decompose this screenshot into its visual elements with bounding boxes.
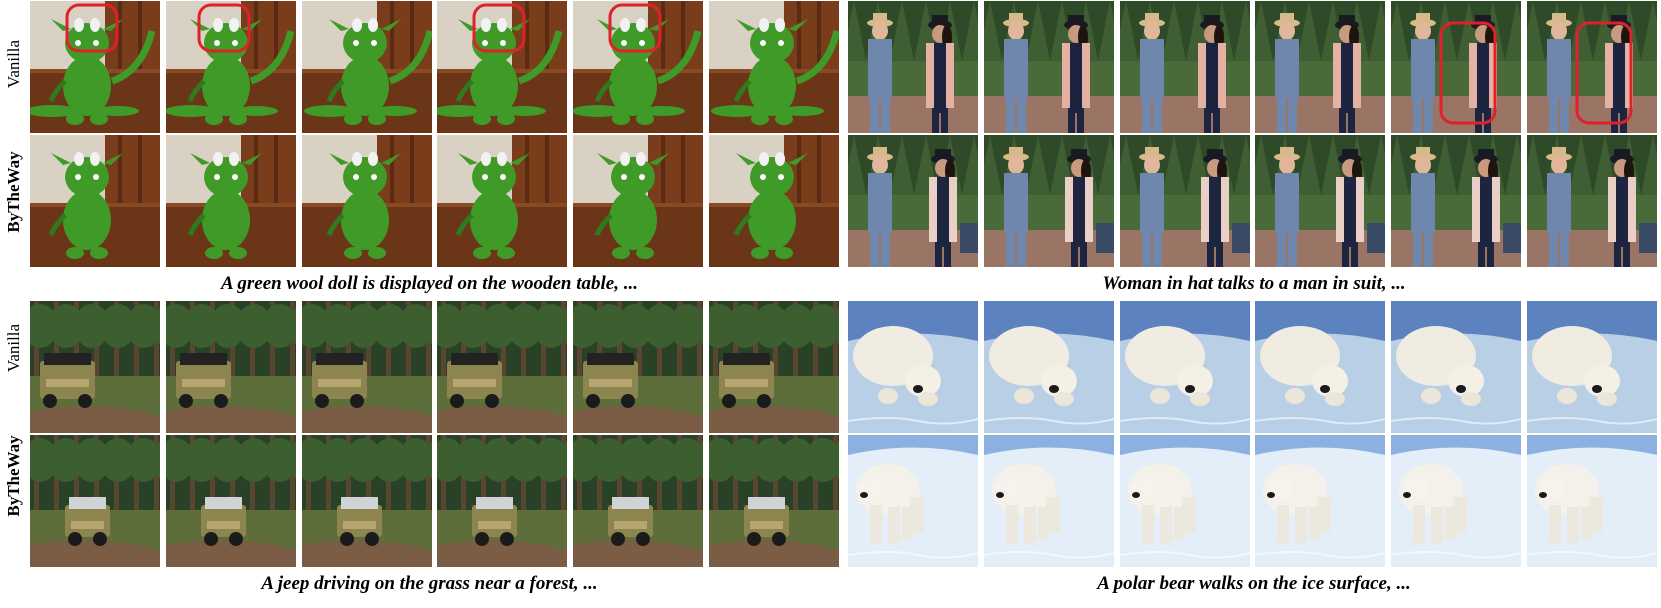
- frame-bear-vanilla-2: [984, 301, 1114, 433]
- frame-couple-bytheway-2: [984, 135, 1114, 267]
- frame-bear-vanilla-6: [1527, 301, 1657, 433]
- frame-bear-bytheway-6: [1527, 435, 1657, 567]
- frame-jeep-bytheway-5: [573, 435, 703, 567]
- frame-couple-bytheway-3: [1120, 135, 1250, 267]
- highlight-box: [197, 3, 251, 53]
- frame-jeep-bytheway-2: [166, 435, 296, 567]
- frame-jeep-vanilla-1: [30, 301, 160, 433]
- frame-bear-vanilla-3: [1120, 301, 1250, 433]
- frame-couple-bytheway-6: [1527, 135, 1657, 267]
- frame-couple-vanilla-3: [1120, 1, 1250, 133]
- frame-doll-vanilla-3: [302, 1, 432, 133]
- frame-doll-vanilla-6: [709, 1, 839, 133]
- frame-couple-vanilla-2: [984, 1, 1114, 133]
- frame-bear-bytheway-2: [984, 435, 1114, 567]
- frame-couple-bytheway-5: [1391, 135, 1521, 267]
- highlight-box: [1575, 21, 1633, 125]
- frame-bear-bytheway-1: [848, 435, 978, 567]
- frame-jeep-bytheway-3: [302, 435, 432, 567]
- frame-bear-vanilla-5: [1391, 301, 1521, 433]
- frame-bear-vanilla-4: [1255, 301, 1385, 433]
- panel-couple: [0, 0, 1661, 300]
- frame-doll-bytheway-2: [166, 135, 296, 267]
- frame-jeep-bytheway-1: [30, 435, 160, 567]
- highlight-box: [1439, 21, 1497, 125]
- caption-jeep: A jeep driving on the grass near a fores…: [261, 573, 598, 594]
- caption-bear: A polar bear walks on the ice surface, .…: [1097, 573, 1411, 594]
- frame-couple-vanilla-4: [1255, 1, 1385, 133]
- frame-doll-vanilla-2: [166, 1, 296, 133]
- highlight-box: [608, 3, 662, 53]
- frame-jeep-vanilla-2: [166, 301, 296, 433]
- frame-jeep-vanilla-5: [573, 301, 703, 433]
- frame-doll-vanilla-4: [437, 1, 567, 133]
- frame-jeep-bytheway-6: [709, 435, 839, 567]
- highlight-box: [65, 3, 119, 53]
- frame-doll-bytheway-5: [573, 135, 703, 267]
- frame-bear-bytheway-3: [1120, 435, 1250, 567]
- caption-couple: Woman in hat talks to a man in suit, ...: [1102, 273, 1406, 294]
- caption-doll: A green wool doll is displayed on the wo…: [221, 273, 638, 294]
- panel-doll: [0, 0, 839, 300]
- panel-jeep: [0, 0, 839, 608]
- frame-jeep-vanilla-4: [437, 301, 567, 433]
- frame-couple-bytheway-1: [848, 135, 978, 267]
- frame-jeep-bytheway-4: [437, 435, 567, 567]
- frame-bear-bytheway-5: [1391, 435, 1521, 567]
- frame-doll-vanilla-1: [30, 1, 160, 133]
- frame-jeep-vanilla-3: [302, 301, 432, 433]
- frame-couple-vanilla-6: [1527, 1, 1657, 133]
- frame-doll-vanilla-5: [573, 1, 703, 133]
- highlight-box: [472, 3, 526, 53]
- frame-couple-vanilla-5: [1391, 1, 1521, 133]
- frame-jeep-vanilla-6: [709, 301, 839, 433]
- frame-doll-bytheway-1: [30, 135, 160, 267]
- frame-doll-bytheway-6: [709, 135, 839, 267]
- frame-bear-vanilla-1: [848, 301, 978, 433]
- frame-bear-bytheway-4: [1255, 435, 1385, 567]
- frame-couple-bytheway-4: [1255, 135, 1385, 267]
- frame-doll-bytheway-4: [437, 135, 567, 267]
- frame-couple-vanilla-1: [848, 1, 978, 133]
- frame-doll-bytheway-3: [302, 135, 432, 267]
